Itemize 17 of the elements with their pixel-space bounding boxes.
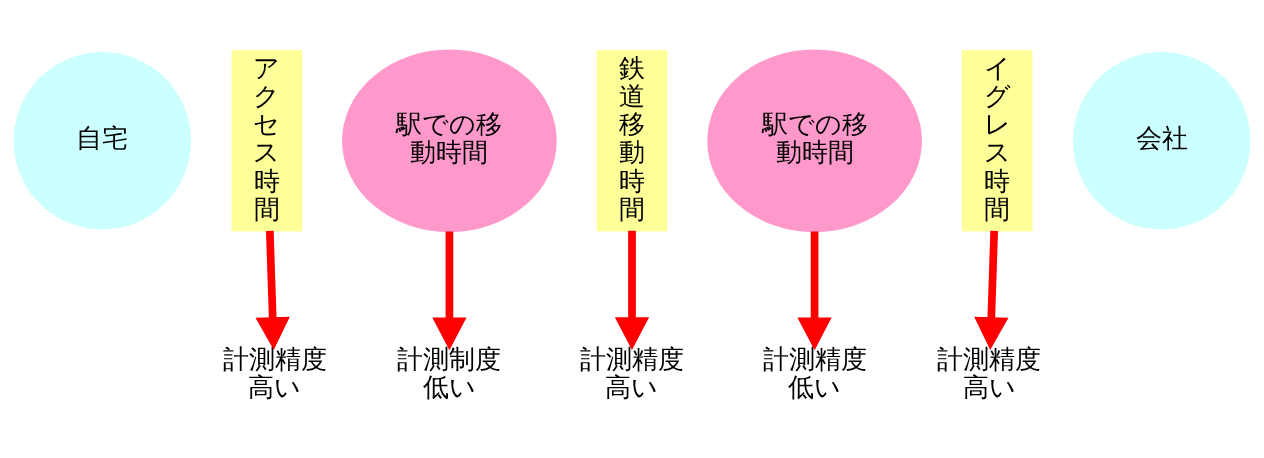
node-text: 計測精度高い [222, 343, 327, 402]
arrow [255, 230, 290, 350]
node-ellipse: 駅での移動時間 [707, 49, 922, 232]
arrow [797, 230, 832, 350]
node-box: アクセス時間 [231, 49, 303, 231]
node-ellipse: 駅での移動時間 [342, 49, 557, 232]
node-text: 計測精度高い [937, 343, 1042, 402]
node-text: 計測制度低い [397, 343, 502, 402]
node-circle: 自宅 [13, 51, 191, 229]
node-text: 計測精度低い [762, 343, 867, 402]
node-box: イグレス時間 [961, 49, 1033, 231]
arrow [614, 230, 650, 350]
node-text: 計測精度高い [580, 343, 684, 402]
node-circle: 会社 [1073, 51, 1251, 229]
arrow [432, 230, 467, 350]
node-box: 鉄道移動時間 [596, 49, 668, 231]
arrow [974, 230, 1009, 350]
